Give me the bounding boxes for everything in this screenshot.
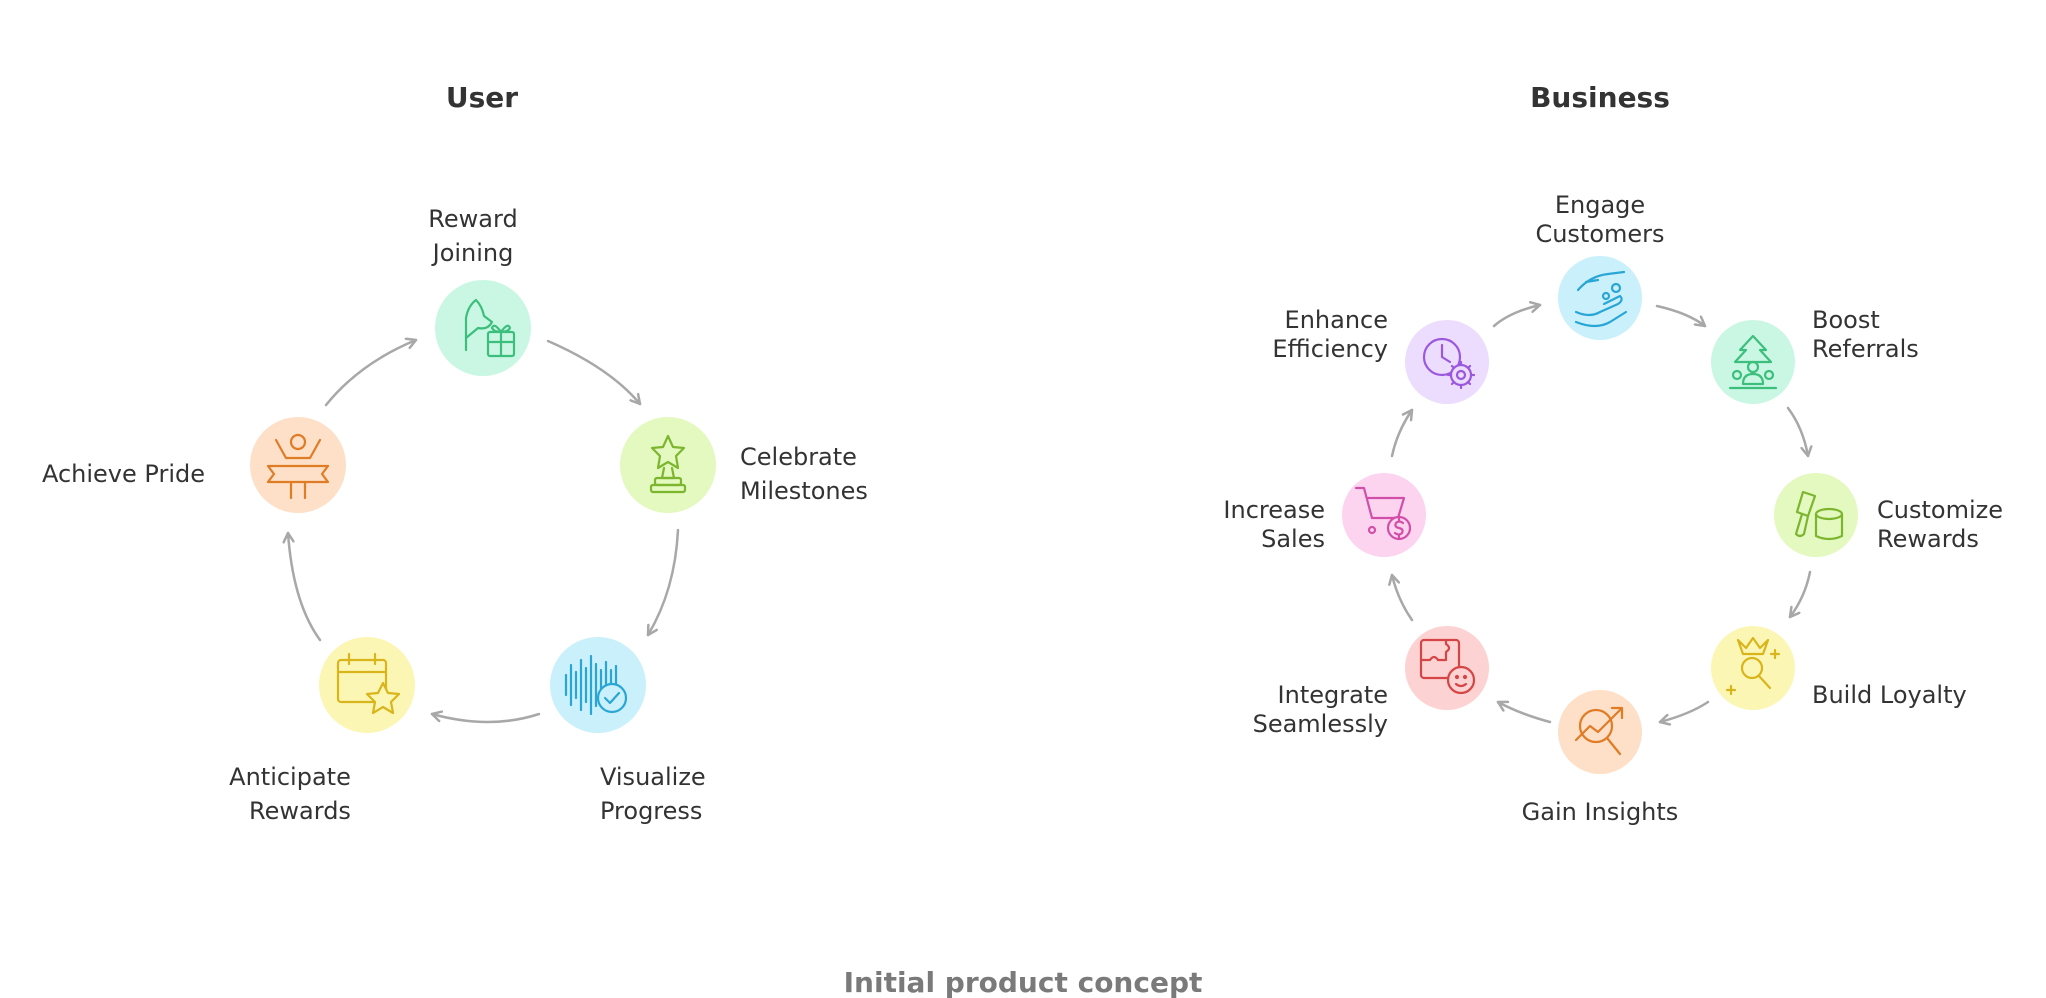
node-label-line2: Efficiency — [1272, 335, 1388, 363]
node-label-line1: Enhance — [1285, 306, 1388, 334]
node-label-line2: Joining — [431, 239, 514, 267]
arrow-boost-to-customize — [1786, 406, 1808, 458]
business-cycle-arrows — [1392, 305, 1810, 722]
node-label-line2: Rewards — [249, 797, 351, 825]
node-circle — [1405, 320, 1489, 404]
node-label-line2: Progress — [600, 797, 702, 825]
business-node-increase-sales: Increase Sales — [1223, 473, 1426, 557]
arrow-loyalty-to-insights — [1658, 700, 1710, 722]
business-node-customize-rewards: Customize Rewards — [1774, 473, 2003, 557]
node-label-line1: Customize — [1877, 496, 2003, 524]
business-node-engage-customers: Engage Customers — [1535, 191, 1665, 340]
clock-gear-icon — [1422, 337, 1476, 390]
node-label-line1: Visualize — [600, 763, 706, 791]
calendar-star-icon — [336, 652, 401, 715]
business-node-build-loyalty: Build Loyalty — [1711, 626, 1967, 710]
user-node-achieve-pride: Achieve Pride — [42, 417, 346, 513]
node-circle — [319, 637, 415, 733]
node-label-line2: Rewards — [1877, 525, 1979, 553]
user-cycle-title: User — [446, 81, 518, 114]
node-circle — [550, 637, 646, 733]
arrow-customize-to-loyalty — [1788, 570, 1812, 619]
node-circle — [1342, 473, 1426, 557]
arrow-visualize-to-anticipate — [430, 714, 541, 724]
node-label-line1: Anticipate — [229, 763, 351, 791]
arrow-engage-to-boost — [1655, 304, 1707, 328]
node-label-line2: Seamlessly — [1253, 710, 1388, 738]
user-node-celebrate-milestones: Celebrate Milestones — [620, 417, 868, 513]
node-label-line1: Engage — [1555, 191, 1645, 219]
arrow-anticipate-to-achieve — [288, 531, 322, 642]
business-node-boost-referrals: Boost Referrals — [1711, 306, 1919, 404]
crown-search-icon — [1725, 636, 1781, 696]
business-node-integrate-seamlessly: Integrate Seamlessly — [1253, 626, 1489, 738]
arrow-integrate-to-sales — [1392, 573, 1414, 622]
business-node-gain-insights: Gain Insights — [1522, 690, 1679, 826]
user-cycle: User Reward Joining — [42, 81, 868, 825]
node-label-line2: Referrals — [1812, 335, 1919, 363]
chart-search-icon — [1574, 706, 1624, 756]
node-label-line1: Gain Insights — [1522, 798, 1679, 826]
arrow-sales-to-efficiency — [1390, 408, 1414, 458]
hand-coins-icon — [1574, 270, 1628, 328]
node-circle — [620, 417, 716, 513]
trophy-star-icon — [649, 434, 687, 494]
node-label-line1: Build Loyalty — [1812, 681, 1967, 709]
arrow-celebrate-to-visualize — [646, 528, 680, 637]
user-node-visualize-progress: Visualize Progress — [550, 637, 706, 825]
cart-dollar-icon — [1354, 486, 1412, 541]
person-banner-icon — [266, 433, 330, 500]
business-cycle: Business Engage Customers — [1223, 81, 2003, 826]
arrow-insights-to-integrate — [1496, 702, 1552, 724]
business-cycle-title: Business — [1530, 81, 1670, 114]
node-circle — [1558, 256, 1642, 340]
node-label-line1: Achieve Pride — [42, 460, 205, 488]
node-label-line2: Milestones — [740, 477, 868, 505]
user-node-reward-joining: Reward Joining — [428, 205, 531, 376]
node-circle — [1405, 626, 1489, 710]
node-label-line1: Integrate — [1278, 681, 1388, 709]
tree-people-icon — [1728, 334, 1778, 390]
node-circle — [1558, 690, 1642, 774]
node-label-line1: Increase — [1223, 496, 1325, 524]
business-node-enhance-efficiency: Enhance Efficiency — [1272, 306, 1489, 404]
soundwave-check-icon — [564, 654, 628, 716]
hand-gift-icon — [464, 298, 516, 358]
node-label-line1: Reward — [428, 205, 517, 233]
node-label-line1: Boost — [1812, 306, 1880, 334]
arrow-reward-to-celebrate — [546, 339, 642, 406]
diagram-caption: Initial product concept — [844, 966, 1203, 998]
node-label-line2: Customers — [1535, 220, 1664, 248]
user-cycle-arrows — [288, 339, 680, 724]
node-label-line2: Sales — [1261, 525, 1325, 553]
node-label-line1: Celebrate — [740, 443, 857, 471]
arrow-achieve-to-reward — [324, 340, 418, 407]
brush-paint-icon — [1794, 490, 1844, 541]
arrow-efficiency-to-engage — [1492, 305, 1542, 328]
puzzle-face-icon — [1419, 638, 1476, 695]
user-node-anticipate-rewards: Anticipate Rewards — [229, 637, 415, 825]
